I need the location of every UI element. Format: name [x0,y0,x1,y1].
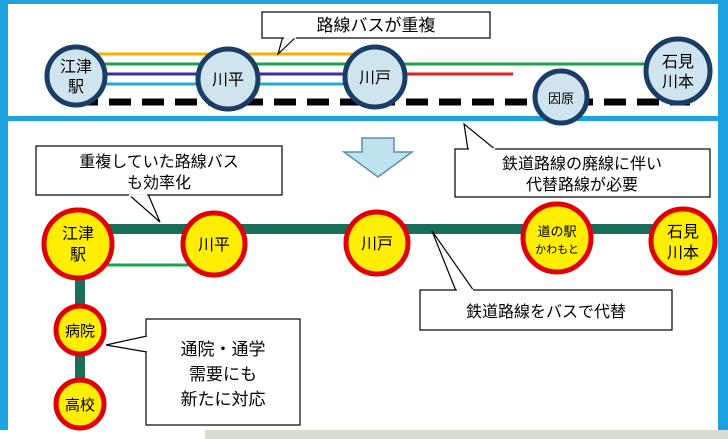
after-station-michinoeki-label-1: 道の駅 [537,225,576,240]
callout-abolish-line1: 鉄道路線の廃線に伴い [502,154,662,173]
before-station-iwamikawamoto-label-1: 石見 [662,52,694,71]
frame-right [718,0,728,430]
after-station-hospital: 病院 [53,303,107,357]
callout-replace-text: 鉄道路線をバスで代替 [466,302,626,321]
before-station-kawado-label: 川戸 [359,68,391,87]
before-station-gotsu-label-2: 駅 [68,77,84,96]
after-station-iwamikawamoto-label-2: 川本 [667,243,699,262]
frame-mid [0,116,728,121]
callout-overlap-text: 路線バスが重複 [317,16,436,36]
after-station-gotsu-label-2: 駅 [70,245,86,264]
after-station-gotsu: 江津 駅 [41,207,115,281]
transition-arrow [341,137,415,178]
bottom-strip [0,430,728,439]
after-station-iwamikawamoto: 石見 川本 [648,206,718,276]
after-station-kawado: 川戸 [343,209,411,277]
callout-overlap: 路線バスが重複 [261,11,491,56]
before-station-kawado: 川戸 [342,44,408,110]
before-station-inbara: 因原 [532,68,590,126]
after-station-school-label: 高校 [65,396,95,414]
before-station-gotsu-label-1: 江津 [60,57,92,76]
callout-hospital-line2: 需要にも [189,365,257,385]
callout-abolish-line2: 代替路線が必要 [526,175,638,194]
before-station-inbara-label: 因原 [548,92,574,107]
after-station-gotsu-label-1: 江津 [62,224,94,243]
before-station-kawahira-label: 川平 [212,70,244,89]
before-station-iwamikawamoto: 石見 川本 [643,36,713,106]
callout-efficient-line2: も効率化 [127,173,191,192]
after-station-michinoeki-label-2: かわもと [535,243,579,256]
after-station-iwamikawamoto-label-1: 石見 [667,222,699,241]
callout-hospital: 通院・通学 需要にも 新たに対応 [105,318,301,426]
after-station-kawahira-label: 川平 [198,235,230,254]
after-station-michinoeki: 道の駅 かわもと [520,201,594,275]
frame-left [0,0,8,430]
frame-top [0,0,728,4]
after-station-school: 高校 [53,377,107,431]
before-station-iwamikawamoto-label-2: 川本 [662,72,694,91]
callout-hospital-line1: 通院・通学 [181,340,266,360]
after-station-hospital-label: 病院 [65,322,95,340]
before-station-gotsu: 江津 駅 [44,44,108,108]
callout-efficient: 重複していた路線バス も効率化 [35,145,283,223]
callout-replace: 鉄道路線をバスで代替 [419,230,673,331]
after-station-kawado-label: 川戸 [361,234,393,253]
callout-efficient-line1: 重複していた路線バス [79,152,239,171]
callout-abolish: 鉄道路線の廃線に伴い 代替路線が必要 [454,122,711,198]
bottom-strip-white [0,430,205,439]
after-station-kawahira: 川平 [180,210,248,278]
callout-hospital-line3: 新たに対応 [181,390,266,410]
before-station-kawahira: 川平 [195,46,261,112]
